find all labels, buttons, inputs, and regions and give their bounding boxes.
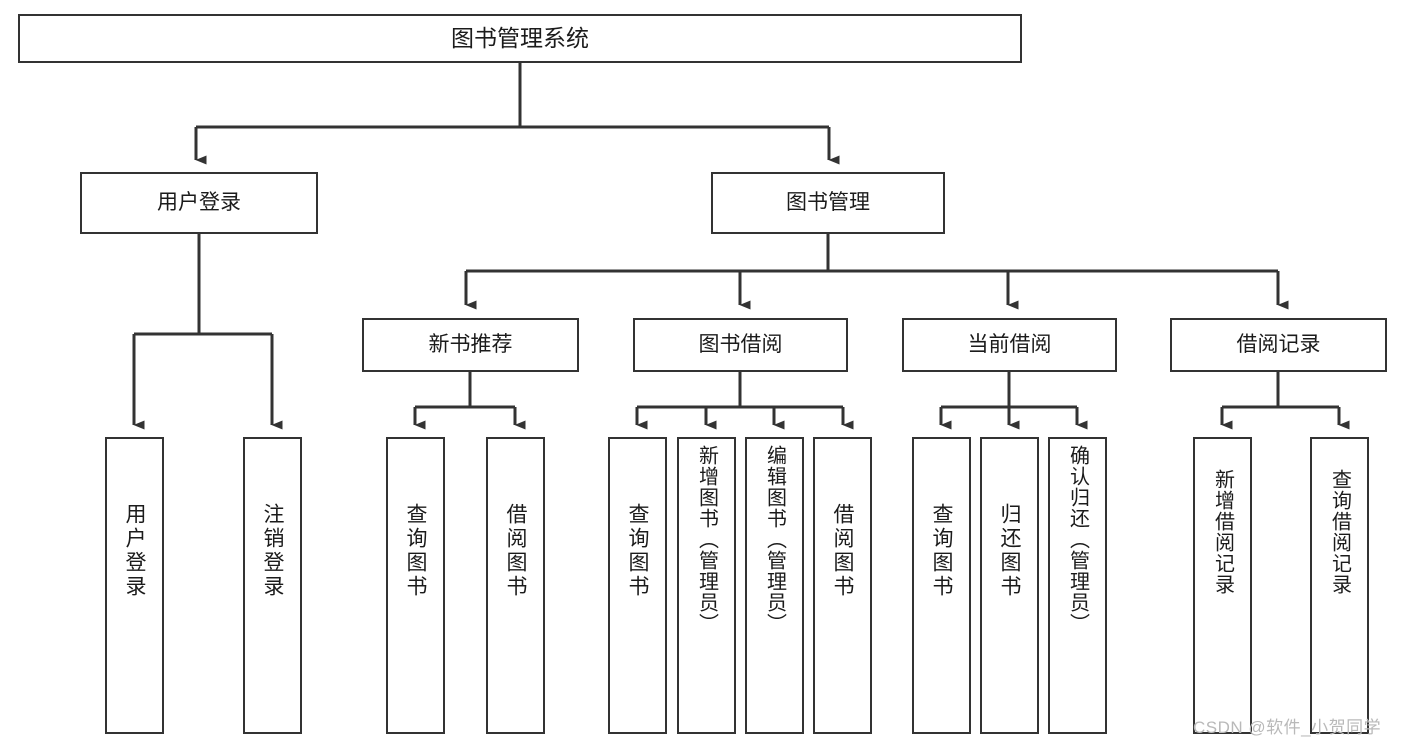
node-label: 图书管理系统 — [451, 24, 589, 51]
node-label: 用户登录 — [123, 503, 146, 599]
node-label: 编辑图书（管理员） — [763, 445, 786, 634]
node-label: 新增图书（管理员） — [695, 445, 718, 634]
node-label: 图书借阅 — [698, 333, 783, 357]
leaf-user-login[interactable]: 用户登录 — [105, 437, 164, 734]
leaf-query-books-current[interactable]: 查询图书 — [912, 437, 971, 734]
node-current-borrowing[interactable]: 当前借阅 — [902, 318, 1117, 372]
node-label: 查询图书 — [404, 503, 427, 599]
node-new-book-recommendation[interactable]: 新书推荐 — [362, 318, 579, 372]
leaf-borrow-books[interactable]: 借阅图书 — [813, 437, 872, 734]
node-label: 图书管理 — [786, 191, 870, 215]
watermark: CSDN @软件_小贺同学 — [1193, 718, 1382, 737]
node-label: 新书推荐 — [428, 333, 513, 357]
leaf-query-borrowing-record[interactable]: 查询借阅记录 — [1310, 437, 1369, 734]
node-label: 用户登录 — [157, 191, 241, 215]
leaf-add-borrowing-record[interactable]: 新增借阅记录 — [1193, 437, 1252, 734]
leaf-add-book-admin[interactable]: 新增图书（管理员） — [677, 437, 736, 734]
node-borrowing-records[interactable]: 借阅记录 — [1170, 318, 1387, 372]
node-book-borrowing[interactable]: 图书借阅 — [633, 318, 848, 372]
leaf-edit-book-admin[interactable]: 编辑图书（管理员） — [745, 437, 804, 734]
leaf-confirm-return-admin[interactable]: 确认归还（管理员） — [1048, 437, 1107, 734]
node-label: 归还图书 — [998, 503, 1021, 599]
node-label: 借阅记录 — [1236, 333, 1321, 357]
node-label: 注销登录 — [261, 503, 284, 599]
node-label: 查询借阅记录 — [1328, 469, 1351, 595]
leaf-return-books[interactable]: 归还图书 — [980, 437, 1039, 734]
node-label: 新增借阅记录 — [1211, 469, 1234, 595]
node-label: 确认归还（管理员） — [1066, 445, 1089, 634]
node-root-system[interactable]: 图书管理系统 — [18, 14, 1022, 63]
leaf-query-books-borrowing[interactable]: 查询图书 — [608, 437, 667, 734]
node-label: 查询图书 — [626, 503, 649, 599]
node-book-management[interactable]: 图书管理 — [711, 172, 945, 234]
leaf-query-books-recommendation[interactable]: 查询图书 — [386, 437, 445, 734]
node-user-login[interactable]: 用户登录 — [80, 172, 318, 234]
node-label: 借阅图书 — [504, 503, 527, 599]
node-label: 当前借阅 — [967, 333, 1052, 357]
node-label: 借阅图书 — [831, 503, 854, 599]
leaf-borrow-books-recommendation[interactable]: 借阅图书 — [486, 437, 545, 734]
leaf-logout[interactable]: 注销登录 — [243, 437, 302, 734]
node-label: 查询图书 — [930, 503, 953, 599]
